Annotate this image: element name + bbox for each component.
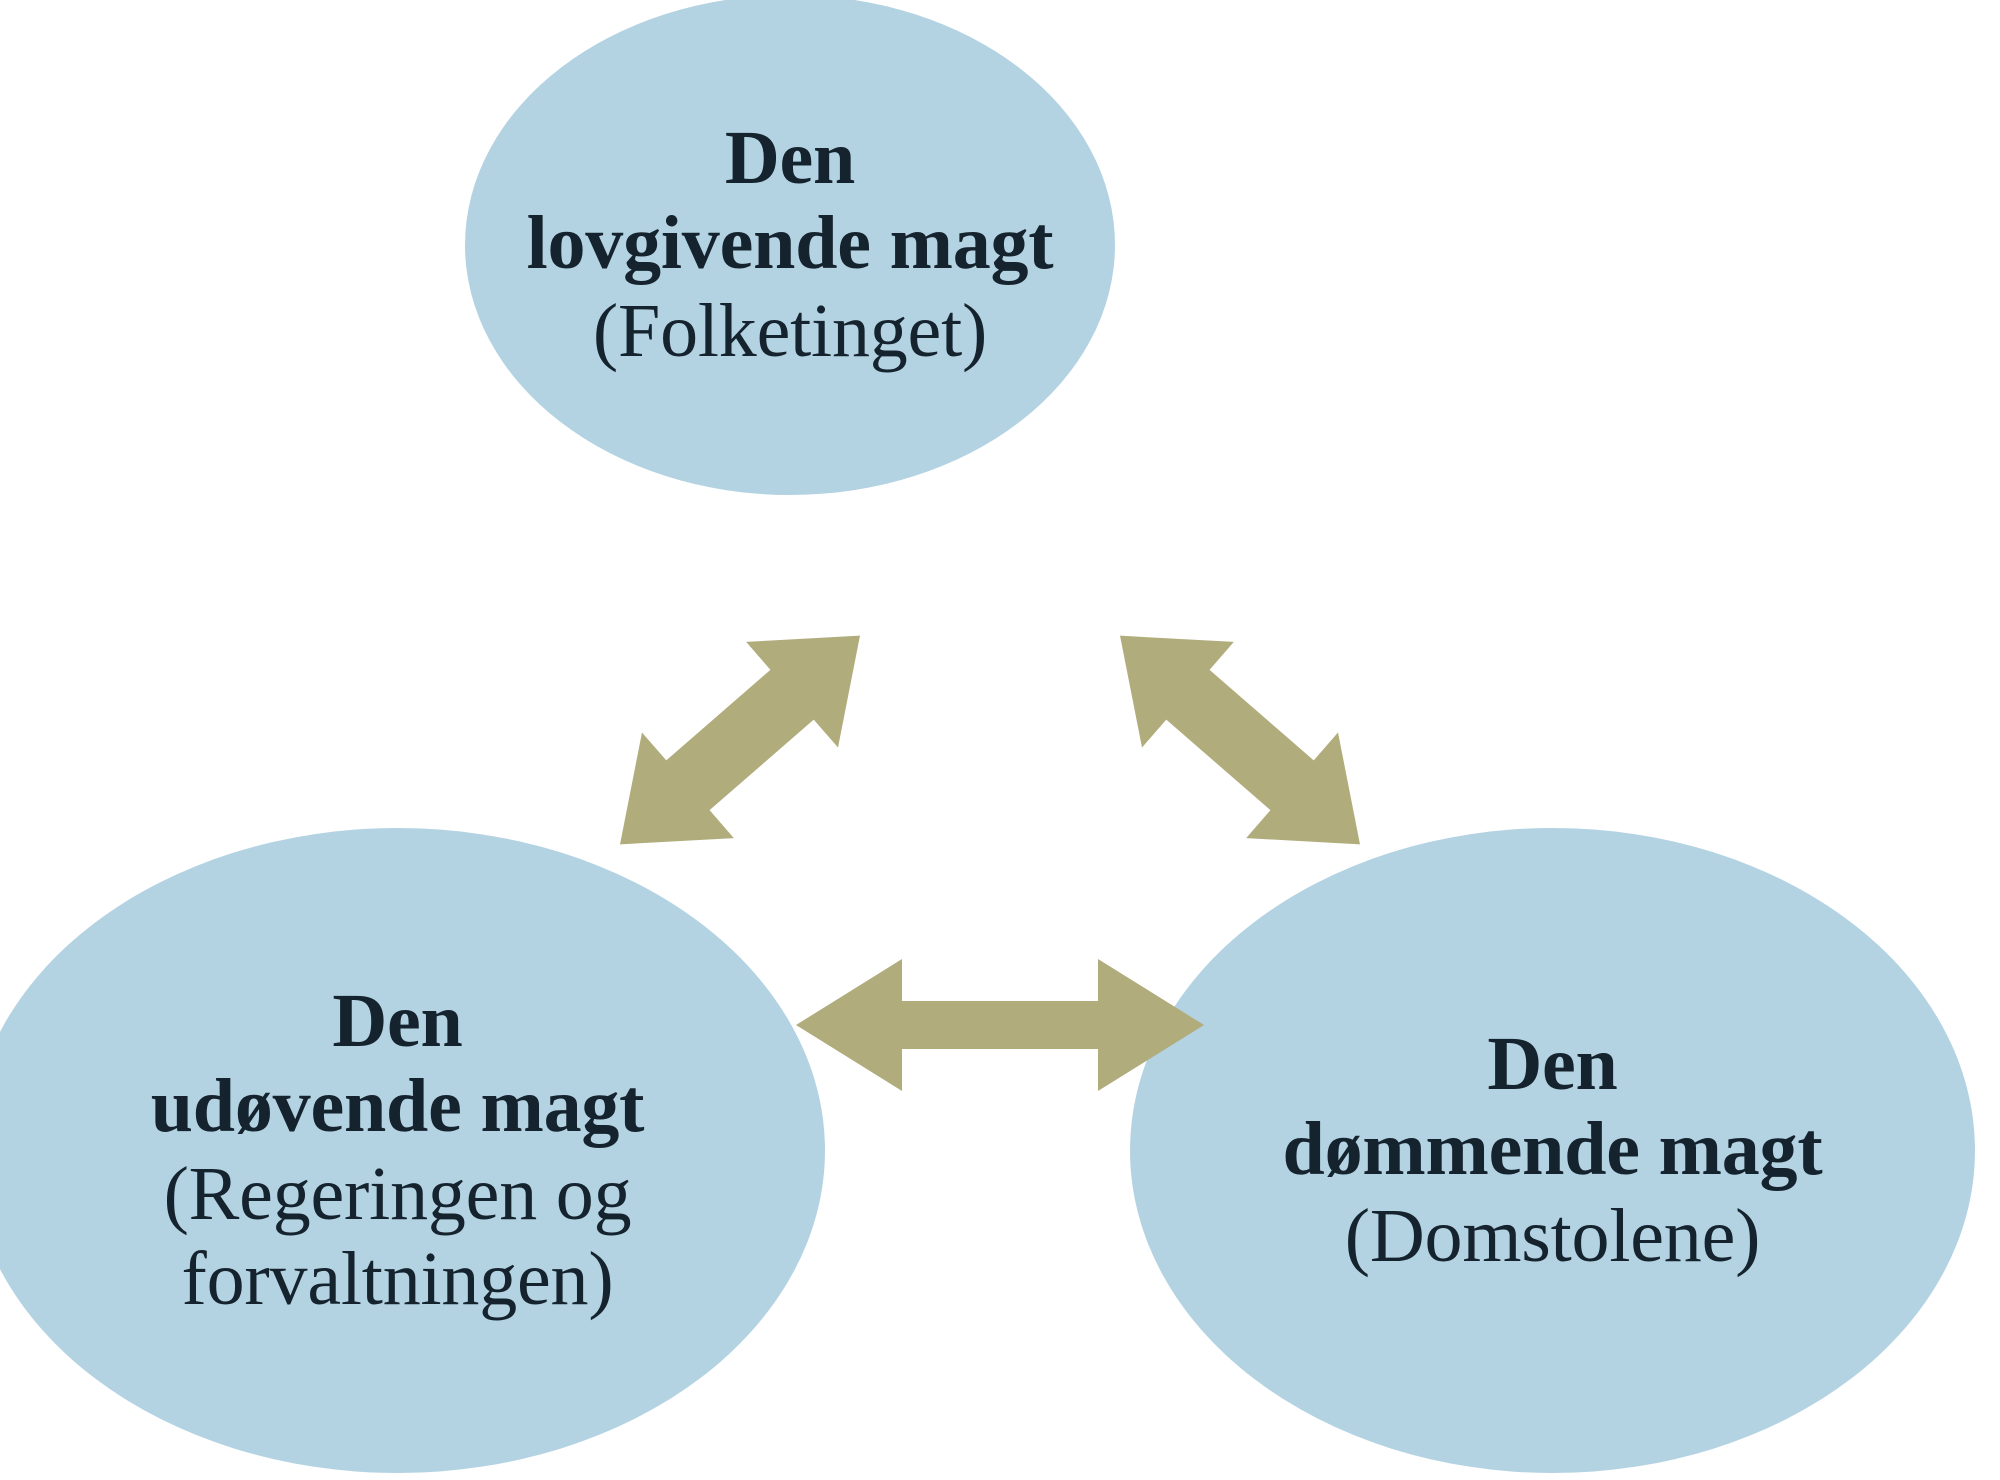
- node-judicial-title: Den dømmende magt: [1282, 1021, 1823, 1191]
- node-judicial-subtitle: (Domstolene): [1344, 1194, 1761, 1279]
- node-executive-title: Den udøvende magt: [150, 979, 645, 1149]
- node-judicial-power[interactable]: Den dømmende magt (Domstolene): [1130, 828, 1975, 1473]
- node-legislative-power[interactable]: Den lovgivende magt (Folketinget): [465, 0, 1115, 495]
- double-headed-arrow-horizontal-icon: [796, 959, 1204, 1091]
- node-legislative-title: Den lovgivende magt: [526, 116, 1054, 286]
- node-legislative-subtitle: (Folketinget): [592, 288, 988, 373]
- double-headed-arrow-diagonal-down-right-icon: [1120, 635, 1360, 845]
- node-executive-power[interactable]: Den udøvende magt (Regeringen og forvalt…: [0, 828, 825, 1473]
- double-headed-arrow-diagonal-up-right-icon: [620, 635, 860, 845]
- node-executive-subtitle: (Regeringen og forvaltningen): [163, 1151, 632, 1321]
